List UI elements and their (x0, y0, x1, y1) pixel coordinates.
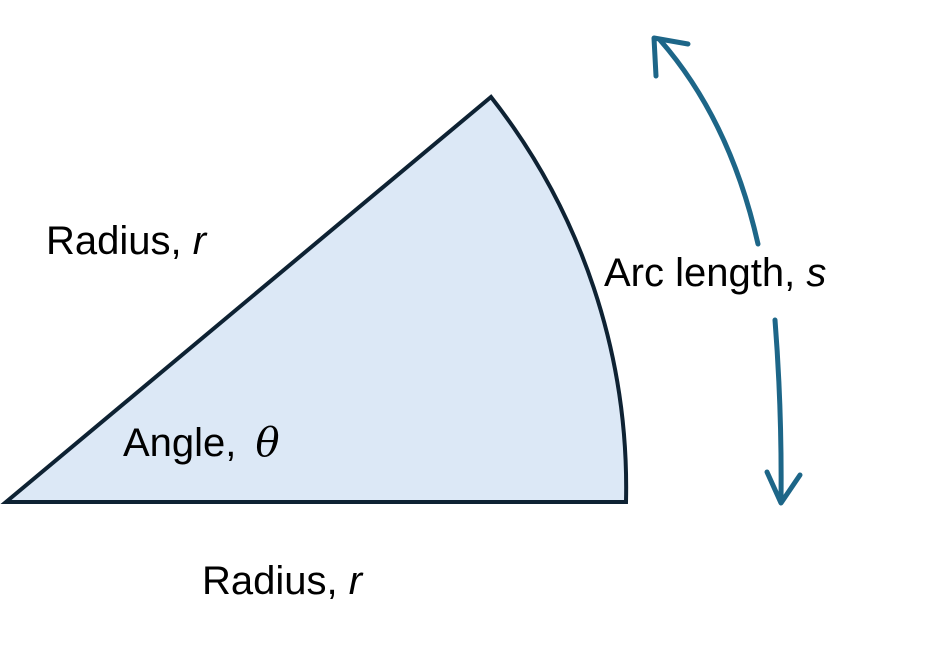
radius-bottom-label: Radius, r (202, 559, 364, 603)
arrowhead-up-icon (651, 35, 691, 79)
angle-text: Angle, (123, 421, 248, 465)
radius-bottom-text: Radius, (202, 559, 349, 603)
radius-top-label: Radius, r (46, 219, 208, 263)
radius-top-var: r (193, 219, 208, 263)
angle-var: θ (256, 420, 280, 466)
arc-length-label: Arc length, s (604, 251, 826, 295)
arc-length-arrow-lower (772, 317, 784, 503)
arrowhead-down-icon (764, 469, 803, 506)
arc-length-var: s (806, 251, 826, 295)
arc-length-text: Arc length, (604, 251, 806, 295)
arc-length-arrow-upper (657, 37, 761, 247)
radius-bottom-var: r (349, 559, 364, 603)
circular-sector (0, 94, 629, 504)
radius-top-text: Radius, (46, 219, 193, 263)
angle-label: Angle, θ (123, 420, 280, 466)
